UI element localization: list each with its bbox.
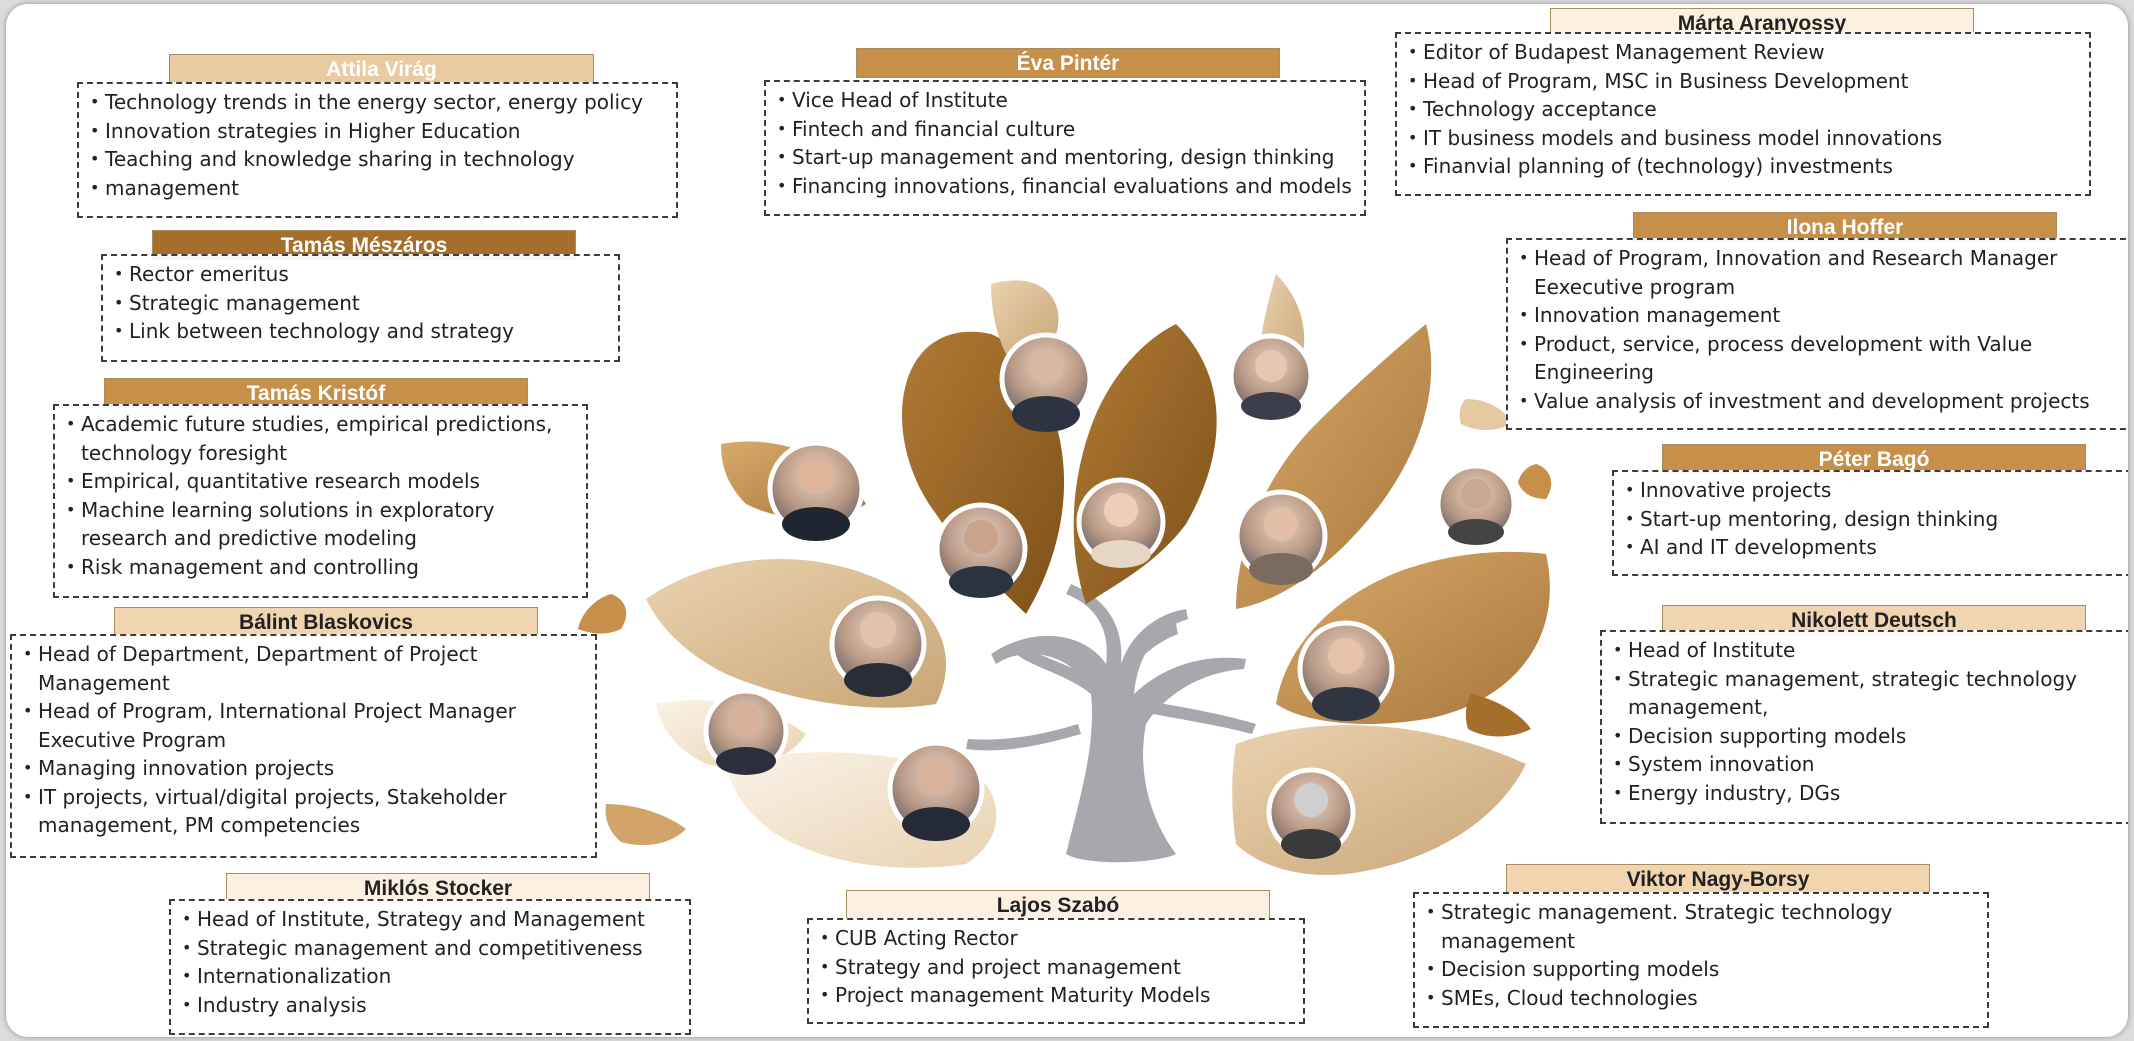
list-item: AI and IT developments [1624,533,2120,562]
portrait-photo [1435,463,1517,545]
details-box: Strategic management. Strategic technolo… [1413,892,1989,1028]
list-item: Start-up mentoring, design thinking [1624,505,2120,534]
list-item: Academic future studies, empirical predi… [65,410,576,467]
portrait-photo [934,502,1028,598]
list-item: Fintech and financial culture [776,115,1354,144]
portrait-photo [1234,489,1328,585]
list-item: Energy industry, DGs [1612,779,2120,808]
list-item: Start-up management and mentoring, desig… [776,143,1354,172]
list-item: Link between technology and strategy [113,317,608,346]
details-box: Head of Program, Innovation and Research… [1506,238,2128,430]
list-item: Innovation management [1518,301,2124,330]
list-item: Head of Program, International Project M… [22,697,585,754]
name-banner: Lajos Szabó [846,890,1270,920]
portrait-photo [1228,333,1314,420]
list-item: IT business models and business model in… [1407,124,2079,153]
list-item: Strategic management [113,289,608,318]
details-box: Technology trends in the energy sector, … [77,82,678,218]
portrait-photo [887,740,985,841]
name-banner: Éva Pintér [856,48,1280,78]
list-item: System innovation [1612,750,2120,779]
list-item: Project management Maturity Models [819,981,1293,1010]
list-item: Financing innovations, financial evaluat… [776,172,1354,201]
list-item: Empirical, quantitative research models [65,467,576,496]
list-item: Industry analysis [181,991,679,1020]
details-box: Head of Institute, Strategy and Manageme… [169,899,691,1035]
list-item: IT projects, virtual/digital projects, S… [22,783,585,840]
details-box: Academic future studies, empirical predi… [53,404,588,598]
list-item: Strategic management, strategic technolo… [1612,665,2120,722]
list-item: Risk management and controlling [65,553,576,582]
portrait-photo [999,332,1093,432]
list-item: Strategy and project management [819,953,1293,982]
details-box: Vice Head of Institute Fintech and finan… [764,80,1366,216]
list-item: Decision supporting models [1612,722,2120,751]
name-banner: Attila Virág [169,54,594,84]
list-item: Head of Institute [1612,636,2120,665]
details-box: Head of Institute Strategic management, … [1600,630,2128,824]
list-item: Head of Program, MSC in Business Develop… [1407,67,2079,96]
list-item: Product, service, process development wi… [1518,330,2124,387]
details-box: Editor of Budapest Management Review Hea… [1395,32,2091,196]
portrait-photo [703,688,789,775]
list-item: management [89,174,666,203]
list-item: CUB Acting Rector [819,924,1293,953]
tree-trunk [966,584,1256,863]
list-item: Decision supporting models [1425,955,1977,984]
list-item: Editor of Budapest Management Review [1407,38,2079,67]
portrait-photo [1076,477,1166,568]
details-box: Rector emeritus Strategic management Lin… [101,254,620,362]
details-box: Head of Department, Department of Projec… [10,634,597,858]
name-banner: Tamás Kristóf [104,378,528,408]
list-item: Strategic management and competitiveness [181,934,679,963]
portrait-photo [1266,767,1356,859]
list-item: Strategic management. Strategic technolo… [1425,898,1977,955]
details-box: CUB Acting Rector Strategy and project m… [807,918,1305,1024]
details-box: Innovative projects Start-up mentoring, … [1612,470,2128,576]
list-item: Head of Program, Innovation and Research… [1518,244,2124,301]
list-item: Innovation strategies in Higher Educatio… [89,117,666,146]
portrait-photo [767,440,865,541]
list-item: Managing innovation projects [22,754,585,783]
list-item: Value analysis of investment and develop… [1518,387,2124,416]
list-item: Vice Head of Institute [776,86,1354,115]
list-item: Internationalization [181,962,679,991]
list-item: Technology trends in the energy sector, … [89,88,666,117]
list-item: Finanvial planning of (technology) inves… [1407,152,2079,181]
list-item: Innovative projects [1624,476,2120,505]
name-banner: Péter Bagó [1662,444,2086,474]
name-banner: Viktor Nagy-Borsy [1506,864,1930,894]
list-item: Technology acceptance [1407,95,2079,124]
portrait-photos [703,332,1517,859]
portrait-photo [1297,620,1395,721]
list-item: Rector emeritus [113,260,608,289]
list-item: Head of Institute, Strategy and Manageme… [181,905,679,934]
portrait-photo [829,595,927,697]
name-banner: Bálint Blaskovics [114,607,538,637]
list-item: Teaching and knowledge sharing in techno… [89,145,666,174]
list-item: Machine learning solutions in explorator… [65,496,576,553]
list-item: SMEs, Cloud technologies [1425,984,1977,1013]
list-item: Head of Department, Department of Projec… [22,640,585,697]
slide: Attila Virág Technology trends in the en… [6,4,2128,1037]
tree-illustration [578,274,1552,875]
